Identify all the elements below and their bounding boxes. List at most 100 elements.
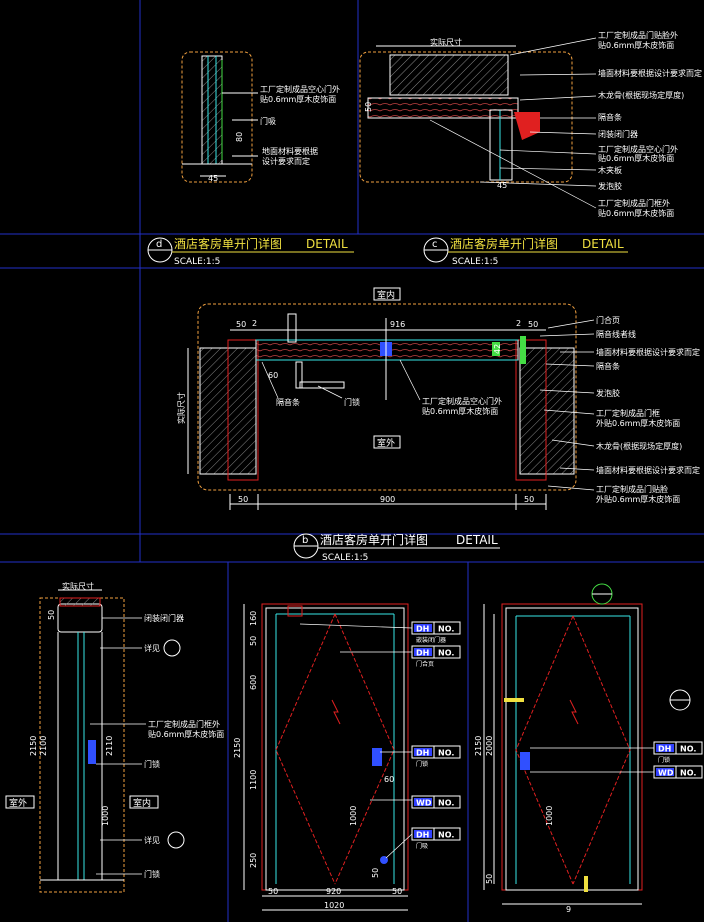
detail-c: 实际尺寸 50 45 工厂定制成品门贴脸外 贴0.6mm厚木皮饰面 墙面材料要根… [359,30,702,218]
detail-d-title-en: DETAIL [306,237,348,251]
detail-b-right-label-9: 工厂定制成品门贴脸 [596,484,668,494]
detail-c-label-9: 发泡胶 [598,181,622,191]
section-room-out: 室外 [9,797,27,809]
section-label-2: 工厂定制成品门框外 [148,719,220,729]
elev-right-dim-2: 1000 [545,806,554,826]
elev-right-dim-3: 50 [485,874,494,884]
elev-right-tag-no-0: NO. [680,745,696,754]
elev-right-tag-0: DH NO. 门锁 [653,741,703,764]
elev-left-hdim-3: 1020 [324,901,344,910]
detail-d-title: 酒店客房单开门详图 [174,236,282,251]
elev-left-tag-code-1: DH [416,649,429,658]
detail-b-left-label-1: 门锁 [344,397,360,407]
detail-b-dim-4: 50 [528,320,538,329]
elev-right-tag-code-0: DH [658,745,671,754]
elev-left-tag-no-3: NO. [438,799,454,808]
detail-d-label-4: 设计要求而定 [262,156,310,166]
detail-d-title-block: d 酒店客房单开门详图 DETAIL SCALE:1:5 [147,236,354,267]
detail-b-dim-2: 916 [390,320,405,329]
section-dim-1000: 1000 [101,806,110,826]
section-label-4: 门锁 [144,759,160,769]
elev-left-tag-code-4: DH [416,831,429,840]
elevation-left: 160 50 600 1100 2150 250 1000 50 60 50 9… [233,603,461,911]
elev-left-tag-code-2: DH [416,749,429,758]
elev-left-tag-sub-0: 嵌装闭门器 [416,636,446,644]
detail-c-label-11: 贴0.6mm厚木皮饰面 [598,208,674,218]
detail-b-left-label-0: 隔音条 [276,397,300,407]
detail-d-label-1: 贴0.6mm厚木皮饰面 [260,94,336,104]
detail-b-scale: SCALE:1:5 [322,553,368,563]
elev-left-dim-5: 250 [249,853,258,868]
section-label-5: 详见 [144,835,160,845]
detail-b-dim-1: 2 [252,319,257,328]
detail-c-label-10: 工厂定制成品门框外 [598,198,670,208]
detail-b-title: 酒店客房单开门详图 [320,532,428,547]
detail-c-label-4: 隔音条 [598,112,622,122]
elev-left-dim-4: 2150 [233,738,242,758]
elev-left-handle-dim: 60 [384,775,394,784]
elev-left-hdim-2: 50 [392,887,402,896]
elev-right-hdim-0: 9 [566,905,571,914]
detail-b-dim-5: 42 [493,344,502,354]
detail-b-room-in: 室内 [377,289,395,301]
elev-left-tag-0: DH NO. 嵌装闭门器 [411,621,461,644]
elev-left-dim-1: 50 [249,636,258,646]
section-room-in: 室内 [133,797,151,809]
detail-d-letter: d [156,239,162,250]
detail-b-dim-0: 50 [236,320,246,329]
elev-left-dim-0: 160 [249,611,258,626]
detail-b-letter: b [302,535,308,546]
detail-c-dim-50: 50 [364,102,373,112]
detail-c-dim-actual: 实际尺寸 [430,37,462,47]
detail-b-right-label-7: 木龙骨(根据现场定厚度) [596,441,682,451]
elev-left-tag-sub-2: 门锁 [416,760,428,768]
detail-b-left-label-3: 贴0.6mm厚木皮饰面 [422,406,498,416]
detail-b-left-label-2: 工厂定制成品空心门外 [422,396,502,406]
detail-b-dim-9: 50 [524,495,534,504]
detail-c-title-block: c 酒店客房单开门详图 DETAIL SCALE:1:5 [423,236,628,267]
elev-left-tag-3: WD NO. [411,795,461,809]
detail-b-right-label-10: 外贴0.6mm厚木皮饰面 [596,494,680,504]
elev-left-tag-no-0: NO. [438,625,454,634]
detail-c-title-en: DETAIL [582,237,624,251]
detail-b-dim-3: 2 [516,319,521,328]
detail-c-label-6: 工厂定制成品空心门外 [598,144,678,154]
elev-left-dim-3: 1100 [249,770,258,790]
detail-d-label-0: 工厂定制成品空心门外 [260,84,340,94]
section-label-6: 门锁 [144,869,160,879]
detail-c-label-3: 木龙骨(根据现场定厚度) [598,90,684,100]
section-label-0: 闭装闭门器 [144,613,184,623]
section-dim-actual: 实际尺寸 [62,581,94,591]
detail-b-right-label-5: 工厂定制成品门框 [596,408,660,418]
elev-left-tag-code-3: WD [416,799,432,808]
elev-right-tag-code-1: WD [658,769,674,778]
detail-b-dim-7: 900 [380,495,395,504]
elev-left-tag-code-0: DH [416,625,429,634]
detail-b-right-label-8: 墙面材料要根据设计要求而定 [596,465,700,475]
detail-c-scale: SCALE:1:5 [452,257,498,267]
elev-left-dim-7: 50 [371,868,380,878]
section-dim-50: 50 [47,610,56,620]
section-label-3: 贴0.6mm厚木皮饰面 [148,729,224,739]
detail-d-scale: SCALE:1:5 [174,257,220,267]
detail-c-letter: c [432,239,438,250]
detail-d-label-2: 门吸 [260,116,276,126]
detail-b-right-label-0: 门合页 [596,315,620,325]
detail-b-right-label-2: 墙面材料要根据设计要求而定 [596,347,700,357]
detail-d-dim-45: 45 [208,174,218,183]
detail-d-dim-80: 80 [235,132,244,142]
detail-c-label-0: 工厂定制成品门贴脸外 [598,30,678,40]
elev-right-dim-0: 2150 [474,736,483,756]
elev-left-hdim-0: 50 [268,887,278,896]
door-section: 实际尺寸 50 2150 2100 2110 1000 室外 室内 闭装闭门器 … [5,581,224,893]
elev-right-dim-1: 2000 [485,736,494,756]
detail-c-label-5: 闭装闭门器 [598,129,638,139]
elev-right-tag-sub-0: 门锁 [658,756,670,764]
detail-b-room-out: 室外 [377,437,395,449]
